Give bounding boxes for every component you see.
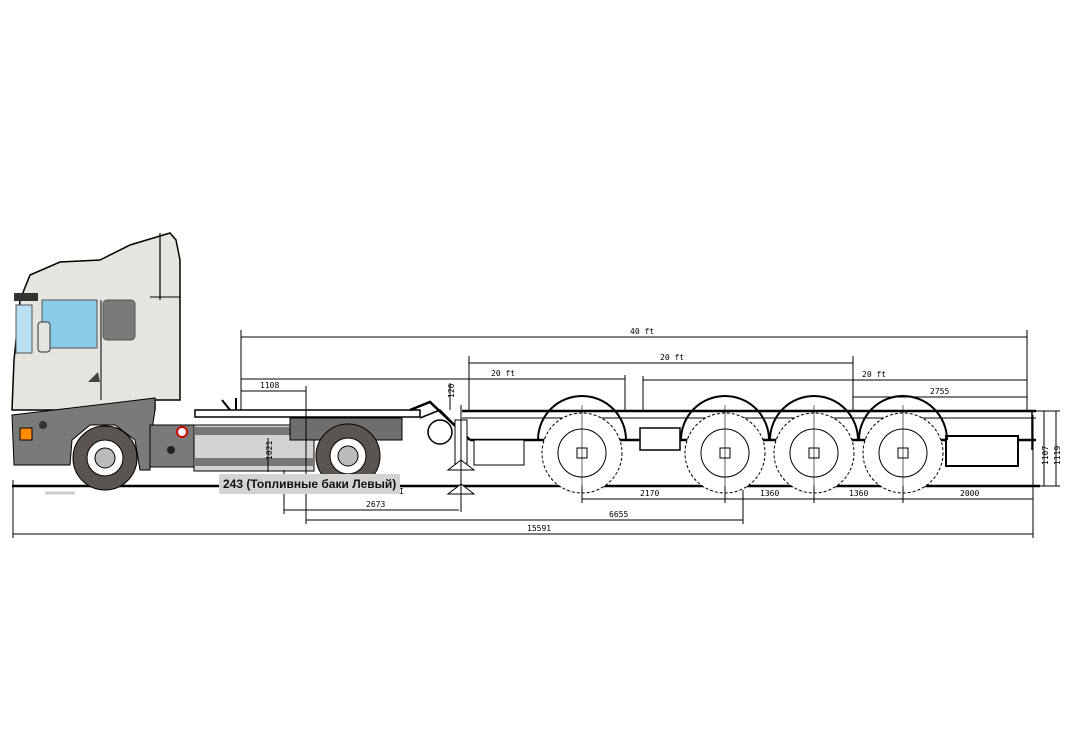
dim-tank-height: 1021 xyxy=(265,441,274,460)
dim-20ft-middle: 20 ft xyxy=(660,353,684,362)
ground-mark: I xyxy=(399,487,404,496)
windshield xyxy=(15,304,33,354)
tractor-front-wheel xyxy=(72,425,138,491)
landing-gear xyxy=(446,405,476,512)
dim-6655: 6655 xyxy=(609,510,628,519)
tractor-frame xyxy=(194,409,421,418)
trailer-wheel-2 xyxy=(680,395,770,503)
fuel-tank-caption: 243 (Топливные баки Левый) xyxy=(219,474,401,494)
dim-1360-b: 1360 xyxy=(849,489,868,498)
dim-1108: 1108 xyxy=(260,381,279,390)
dim-2673: 2673 xyxy=(366,500,385,509)
dimension-lines xyxy=(12,330,1060,538)
dim-1107: 1107 xyxy=(1041,446,1050,465)
dim-1119: 1119 xyxy=(1053,446,1062,465)
dim-1360-a: 1360 xyxy=(760,489,779,498)
dim-15591: 15591 xyxy=(527,524,551,533)
dim-2755: 2755 xyxy=(930,387,949,396)
trailer-wheel-3 xyxy=(769,395,859,503)
rear-light-icon xyxy=(176,426,188,438)
dimension-labels: 40 ft 20 ft 20 ft 20 ft 1108 120 2755 10… xyxy=(260,327,1062,533)
indicator-light xyxy=(19,427,33,441)
cab-window xyxy=(41,299,98,349)
dim-2000: 2000 xyxy=(960,489,979,498)
mirror xyxy=(37,321,51,353)
trailer-frame xyxy=(409,400,1036,467)
dim-120: 120 xyxy=(447,383,456,398)
tractor-lower-body xyxy=(11,397,196,471)
rear-cab-window xyxy=(102,299,136,341)
dim-40ft: 40 ft xyxy=(630,327,654,336)
dim-2170: 2170 xyxy=(640,489,659,498)
trailer-wheel-4 xyxy=(858,395,948,503)
dim-20ft-front: 20 ft xyxy=(491,369,515,378)
tractor-cab xyxy=(11,232,181,411)
dim-20ft-rear: 20 ft xyxy=(862,370,886,379)
